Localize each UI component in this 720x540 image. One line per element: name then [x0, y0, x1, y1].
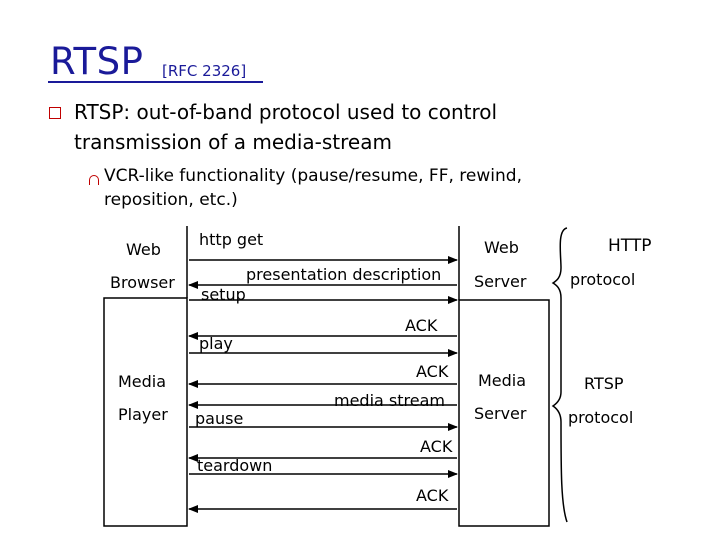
msg-ack-3: ACK: [420, 437, 453, 456]
server-label-web: Web: [484, 238, 519, 257]
rtsp-brace: [551, 303, 568, 523]
msg-presentation-description: presentation description: [246, 265, 442, 284]
media-player-box: [103, 297, 188, 527]
client-label-player: Player: [118, 405, 168, 424]
title-underline: [48, 81, 263, 83]
client-label-browser: Browser: [110, 273, 175, 292]
server-label-media: Media: [478, 371, 527, 390]
msg-http-get: http get: [199, 230, 264, 249]
msg-setup: setup: [201, 285, 246, 304]
msg-play: play: [199, 334, 233, 353]
bullet-line-2: transmission of a media-stream: [74, 130, 392, 154]
msg-media-stream: media stream: [334, 391, 445, 410]
protocol-rtsp-label: RTSP: [584, 374, 624, 393]
slide-title: RTSP: [50, 40, 144, 83]
msg-teardown: teardown: [197, 456, 273, 475]
msg-ack-1: ACK: [405, 316, 438, 335]
msg-ack-4: ACK: [416, 486, 449, 505]
msg-pause: pause: [195, 409, 244, 428]
sub-bullet-line-2: reposition, etc.): [104, 190, 238, 210]
rfc-reference: [RFC 2326]: [162, 62, 247, 80]
client-label-media: Media: [118, 372, 167, 391]
msg-ack-2: ACK: [416, 362, 449, 381]
sub-bullet-icon: [89, 175, 99, 185]
protocol-rtsp-sub: protocol: [568, 408, 634, 427]
protocol-http-label: HTTP: [608, 236, 652, 256]
server-label-server-2: Server: [474, 404, 527, 423]
bullet-icon: [49, 107, 61, 119]
media-server-box: [458, 299, 550, 527]
server-label-server-1: Server: [474, 272, 527, 291]
protocol-http-sub: protocol: [570, 270, 636, 289]
client-label-web: Web: [126, 240, 161, 259]
sub-bullet-line-1: VCR-like functionality (pause/resume, FF…: [104, 166, 522, 186]
http-brace: [551, 227, 568, 303]
bullet-line-1: RTSP: out-of-band protocol used to contr…: [74, 100, 498, 124]
